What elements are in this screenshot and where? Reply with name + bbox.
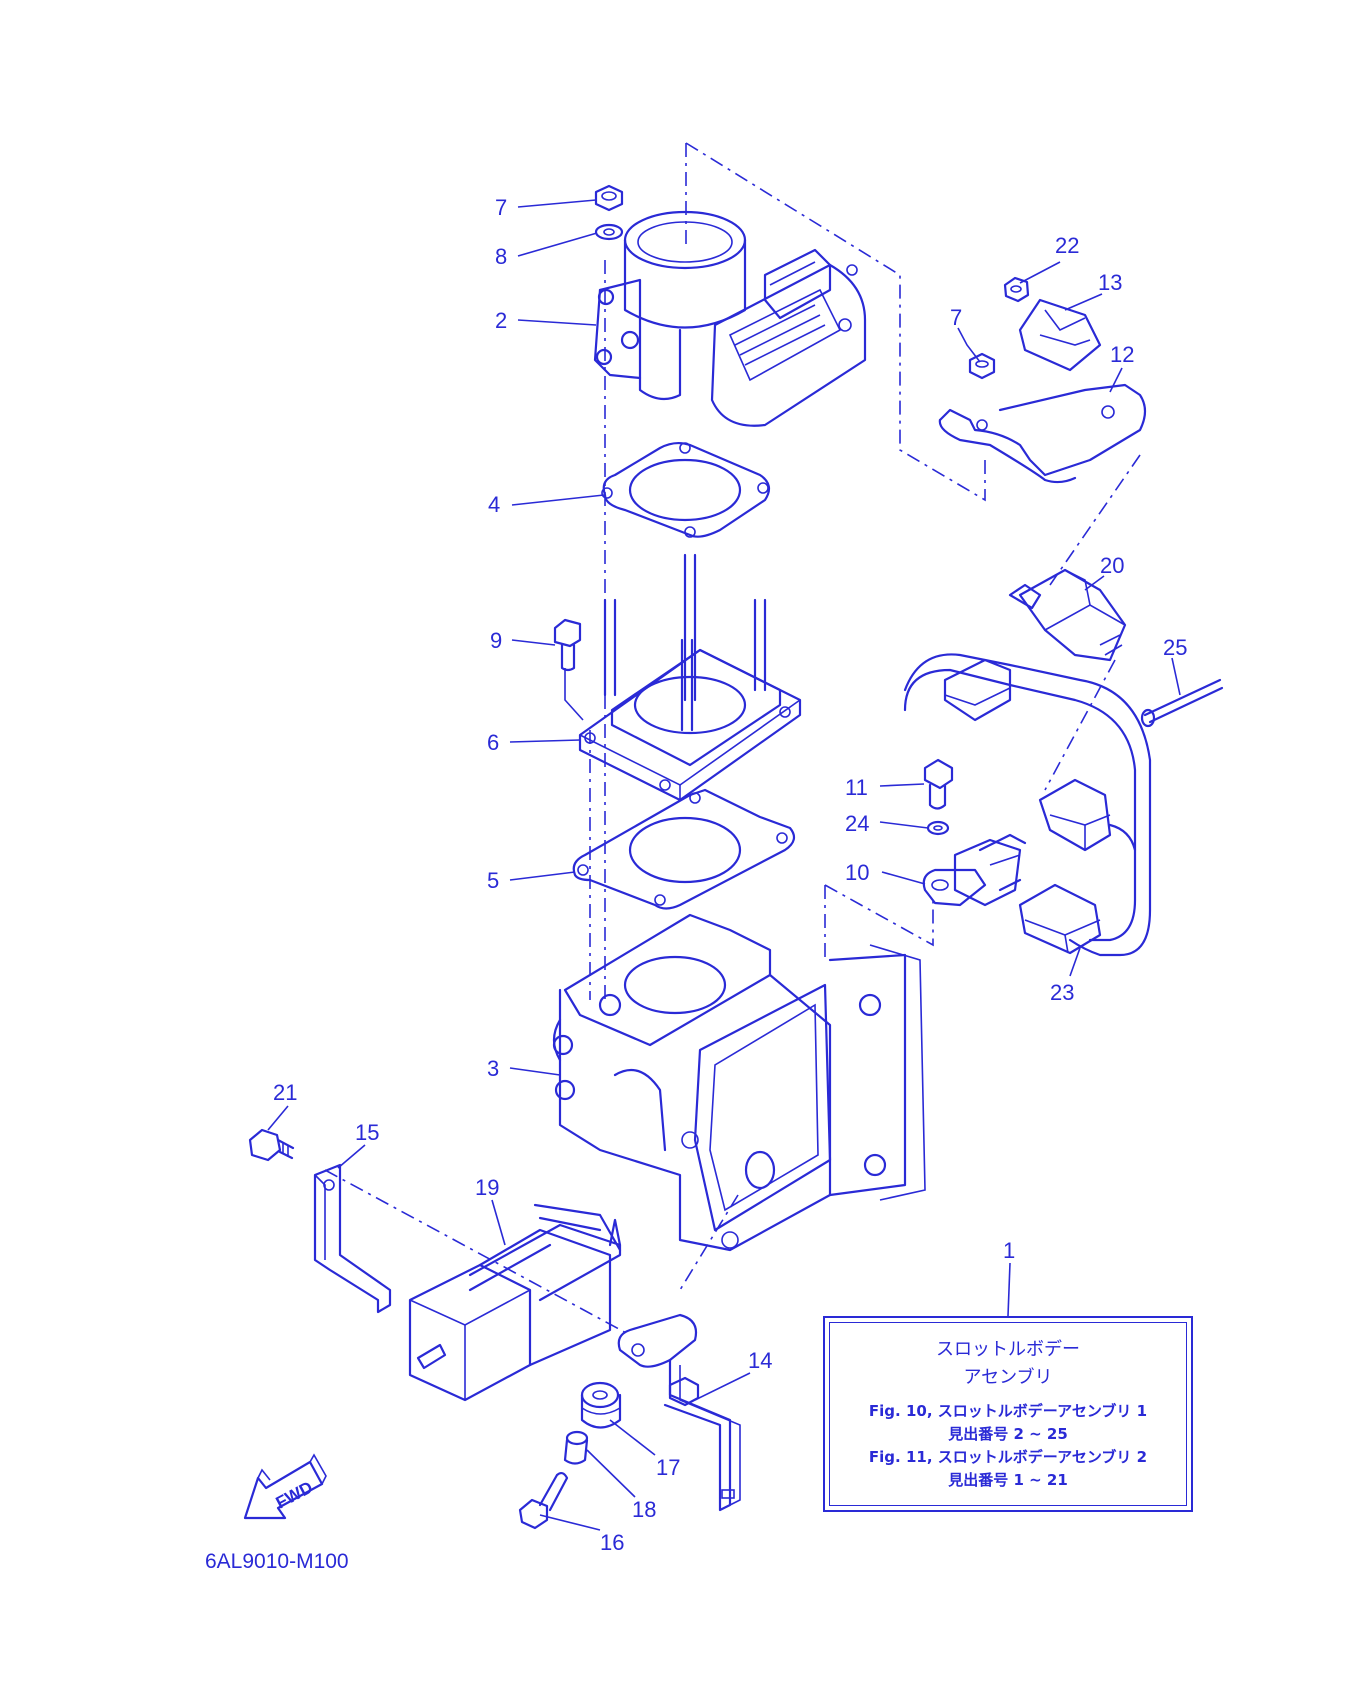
label-1: 1: [1003, 1238, 1015, 1263]
label-7b: 7: [950, 305, 962, 330]
studs: [603, 553, 767, 732]
washer-8: [594, 223, 624, 241]
pin-25: [1140, 678, 1224, 728]
gasket-4: [601, 441, 771, 538]
label-3: 3: [487, 1056, 499, 1081]
spacer-plate-6: [578, 648, 802, 802]
label-13: 13: [1098, 270, 1122, 295]
label-21: 21: [273, 1080, 297, 1105]
label-15: 15: [355, 1120, 379, 1145]
legend-fig11-range: 見出番号 1 ~ 21: [948, 1471, 1068, 1489]
legend-inner: スロットルボデー アセンブリ Fig. 10, スロットルボデーアセンブリ 1 …: [829, 1322, 1187, 1506]
label-5: 5: [487, 868, 499, 893]
part-number-labels: 7 8 2 4 9 6 5 3 22 13 7 12 20 25 11 24 1…: [273, 195, 1187, 1555]
bolt-16: [518, 1471, 569, 1530]
legend-fig11: Fig. 11, スロットルボデーアセンブリ 2: [868, 1448, 1148, 1466]
label-24: 24: [845, 811, 869, 836]
intake-manifold-3: [552, 913, 926, 1252]
grommet-17: [580, 1381, 622, 1429]
wire-harness: [903, 653, 1152, 957]
legend-fig10-range: 見出番号 2 ~ 25: [948, 1425, 1068, 1443]
label-10: 10: [845, 860, 869, 885]
bracket-14: [617, 1313, 741, 1512]
bracket-12: [938, 383, 1147, 484]
label-7a: 7: [495, 195, 507, 220]
bolt-21: [248, 1128, 295, 1162]
bolt-11: [923, 758, 954, 810]
fwd-label: FWD: [273, 1478, 316, 1513]
diagram-code: 6AL9010-M100: [205, 1550, 349, 1573]
label-8: 8: [495, 244, 507, 269]
label-25: 25: [1163, 635, 1187, 660]
label-6: 6: [487, 730, 499, 755]
label-9: 9: [490, 628, 502, 653]
gasket-5: [572, 788, 796, 910]
label-18: 18: [632, 1497, 656, 1522]
leader-lines: [267, 199, 1181, 1531]
nut-7: [594, 184, 624, 212]
fwd-arrow-icon: FWD: [243, 1453, 327, 1520]
washer-24: [926, 820, 950, 836]
phantom-lines: [324, 142, 1141, 1336]
legend-box: スロットルボデー アセンブリ Fig. 10, スロットルボデーアセンブリ 1 …: [823, 1316, 1193, 1512]
label-17: 17: [656, 1455, 680, 1480]
legend-assembly-name-line2: アセンブリ: [963, 1367, 1053, 1388]
label-4: 4: [488, 492, 500, 517]
nut-7-second: [968, 352, 996, 380]
label-14: 14: [748, 1348, 772, 1373]
label-12: 12: [1110, 342, 1134, 367]
label-11: 11: [845, 775, 868, 800]
bolt-9: [553, 618, 582, 672]
collar-18: [563, 1430, 589, 1465]
cover-13: [1018, 298, 1102, 372]
legend-fig10: Fig. 10, スロットルボデーアセンブリ 1: [868, 1402, 1148, 1420]
label-2: 2: [495, 308, 507, 333]
label-22: 22: [1055, 233, 1079, 258]
label-23: 23: [1050, 980, 1074, 1005]
bracket-15: [313, 1163, 392, 1314]
connector-23: [1018, 883, 1102, 955]
sensor-20: [1008, 568, 1127, 662]
label-20: 20: [1100, 553, 1124, 578]
valve-19: [408, 1203, 622, 1402]
sensor-10: [922, 833, 1027, 907]
throttle-body: [593, 210, 867, 427]
label-19: 19: [475, 1175, 499, 1200]
nut-22: [1003, 276, 1030, 303]
label-16: 16: [600, 1530, 624, 1555]
legend-assembly-name-line1: スロットルボデー: [936, 1339, 1080, 1360]
